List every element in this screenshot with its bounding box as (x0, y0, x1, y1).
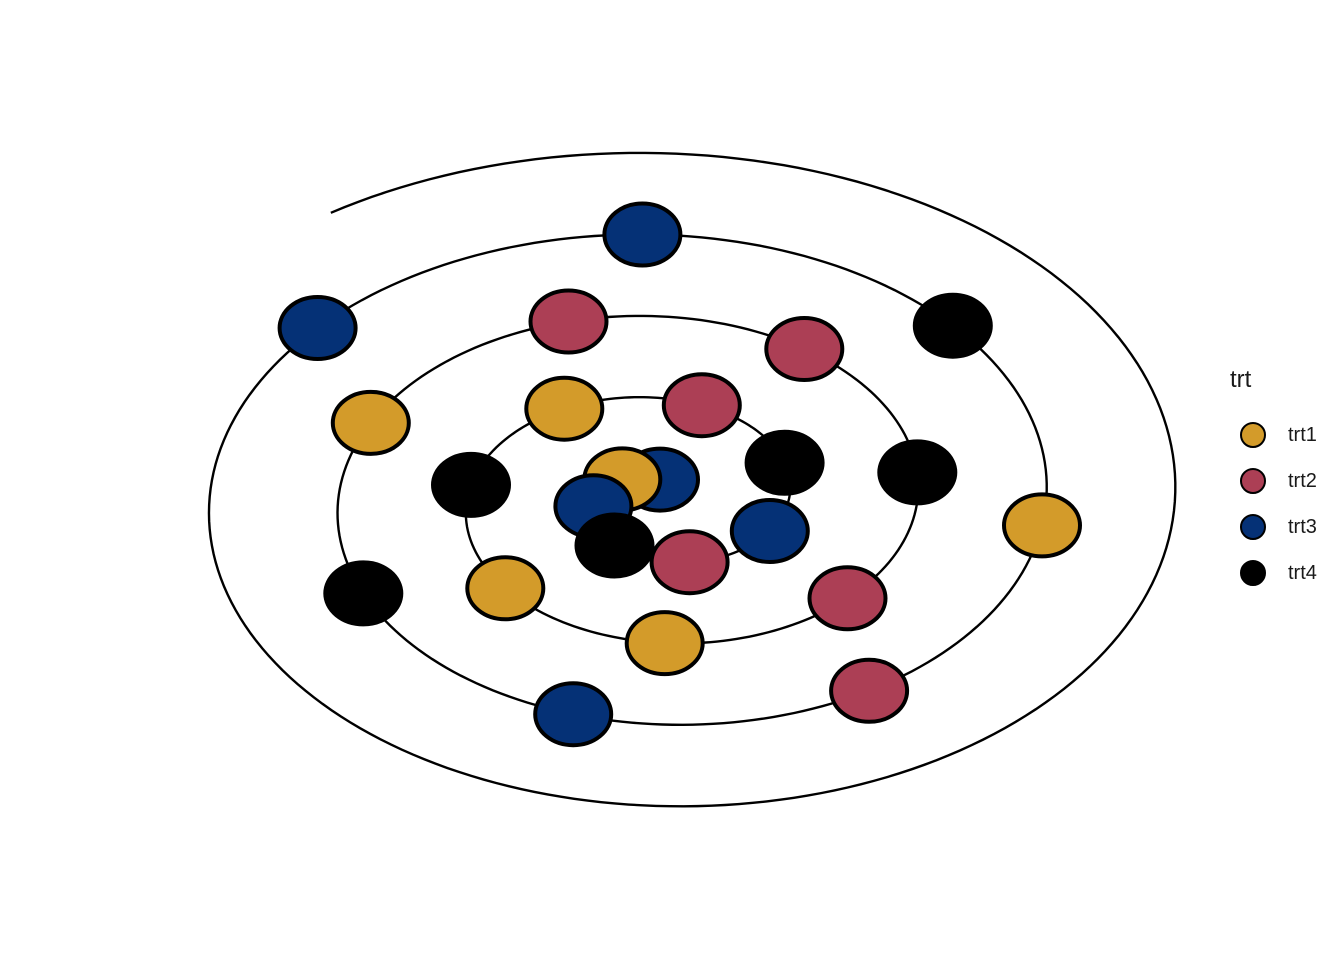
point-trt2 (528, 288, 609, 355)
point-trt3 (533, 681, 614, 748)
points-layer (277, 201, 1082, 748)
legend-key-trt4 (1240, 560, 1266, 586)
point-trt4 (877, 439, 958, 506)
legend-title: trt (1230, 366, 1252, 393)
point-trt1 (1002, 492, 1082, 559)
legend-key-trt3 (1240, 514, 1266, 540)
point-trt1 (465, 555, 546, 622)
legend-item-trt4: trt4 (1228, 550, 1338, 596)
legend: trt trt1 trt2 trt3 trt4 (1228, 366, 1338, 596)
point-trt1 (524, 375, 605, 442)
legend-key-trt2 (1240, 468, 1266, 494)
point-trt2 (807, 565, 888, 632)
point-trt2 (649, 529, 730, 596)
legend-item-trt3: trt3 (1228, 504, 1338, 550)
point-trt4 (574, 512, 655, 579)
point-trt4 (323, 560, 404, 627)
point-trt1 (330, 389, 411, 456)
legend-key-trt1 (1240, 422, 1266, 448)
point-trt4 (912, 292, 993, 359)
point-trt3 (729, 498, 810, 564)
legend-label-trt4: trt4 (1288, 561, 1317, 584)
legend-item-trt1: trt1 (1228, 412, 1338, 458)
point-trt1 (624, 610, 705, 677)
legend-item-trt2: trt2 (1228, 458, 1338, 504)
point-trt2 (661, 372, 742, 439)
point-trt3 (602, 201, 683, 268)
point-trt3 (277, 295, 358, 361)
point-trt2 (764, 316, 845, 382)
point-trt4 (744, 429, 825, 496)
legend-label-trt1: trt1 (1288, 423, 1317, 446)
legend-label-trt3: trt3 (1288, 515, 1317, 538)
legend-label-trt2: trt2 (1288, 469, 1317, 492)
point-trt2 (829, 657, 910, 724)
point-trt4 (431, 451, 511, 518)
